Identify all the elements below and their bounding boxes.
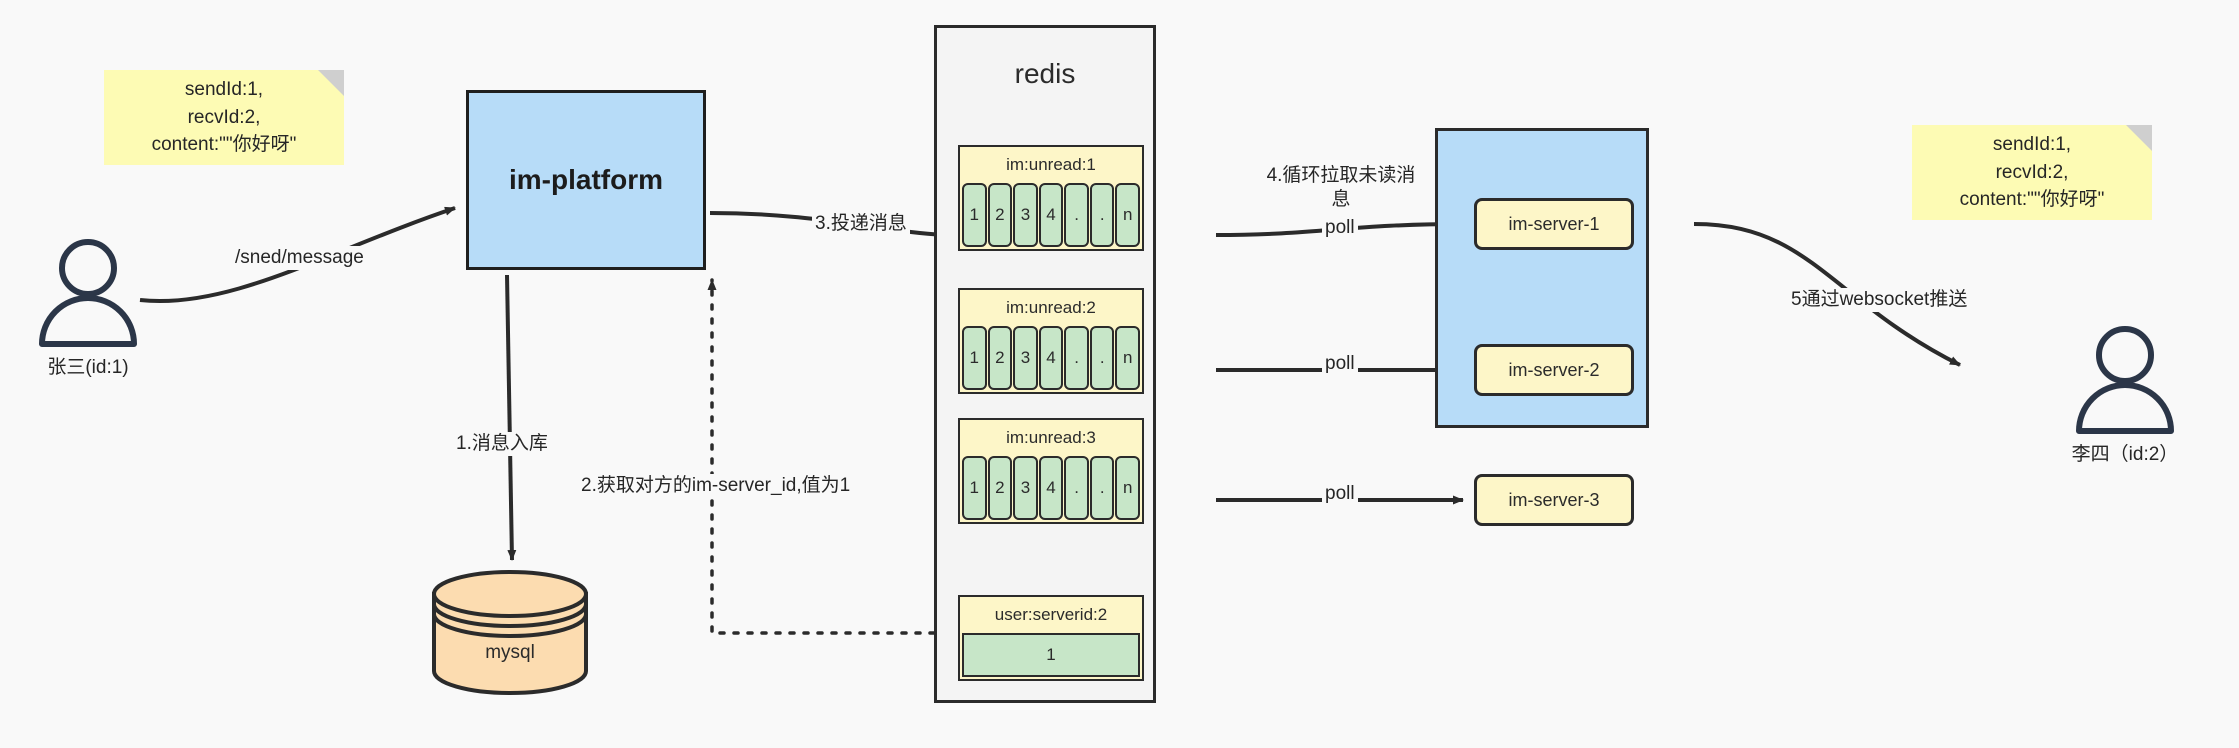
mysql-database[interactable]: mysql xyxy=(430,570,590,695)
edge-label-step2: 2.获取对方的im-server_id,值为1 xyxy=(578,474,854,498)
list-cell[interactable]: 4 xyxy=(1038,326,1064,390)
actor-receiver-label: 李四（id:2） xyxy=(2071,444,2179,465)
edge-server1-to-receiver xyxy=(1693,222,1961,367)
list-cell[interactable]: n xyxy=(1115,183,1141,247)
redis-kv-user-serverid[interactable]: user:serverid:2 1 xyxy=(958,595,1144,681)
edge-label-poll-3: poll xyxy=(1322,482,1358,506)
note-line-content: content:""你好呀" xyxy=(151,134,297,156)
edge-platform-to-mysql xyxy=(505,274,517,561)
actor-sender-label: 张三(id:1) xyxy=(47,357,129,378)
list-cell[interactable]: . xyxy=(1089,183,1115,247)
redis-title: redis xyxy=(1014,58,1076,89)
note-fold-icon xyxy=(318,70,344,96)
list-cell[interactable]: 3 xyxy=(1013,183,1038,247)
redis-list-1-key: im:unread:1 xyxy=(960,147,1142,183)
edge-label-step1: 1.消息入库 xyxy=(453,432,551,456)
list-cell[interactable]: 1 xyxy=(962,183,987,247)
note-line-sendid: sendId:1, xyxy=(1992,134,2072,156)
note-fold-icon xyxy=(2126,125,2152,151)
list-cell[interactable]: . xyxy=(1089,456,1115,520)
list-cell[interactable]: 3 xyxy=(1013,456,1038,520)
im-server-3-box[interactable]: im-server-3 xyxy=(1474,474,1634,526)
edge-label-send-message: /sned/message xyxy=(232,246,367,270)
redis-list-3-cells: 1 2 3 4 . . n xyxy=(960,456,1142,522)
note-line-recvid: recvId:2, xyxy=(187,106,261,128)
user-icon xyxy=(2076,326,2174,434)
redis-list-1-cells: 1 2 3 4 . . n xyxy=(960,183,1142,249)
edge-label-step5: 5通过websocket推送 xyxy=(1788,288,1971,312)
im-server-1-box[interactable]: im-server-1 xyxy=(1474,198,1634,250)
redis-kv-key: user:serverid:2 xyxy=(960,597,1142,633)
redis-list-2-cells: 1 2 3 4 . . n xyxy=(960,326,1142,392)
im-server-2-box[interactable]: im-server-2 xyxy=(1474,344,1634,396)
list-cell[interactable]: 2 xyxy=(987,456,1013,520)
redis-list-2-key: im:unread:2 xyxy=(960,290,1142,326)
edge-label-step3: 3.投递消息 xyxy=(812,212,910,236)
note-sender-payload: sendId:1, recvId:2, content:""你好呀" xyxy=(104,70,344,165)
redis-list-im-unread-2[interactable]: im:unread:2 1 2 3 4 . . n xyxy=(958,288,1144,394)
note-line-sendid: sendId:1, xyxy=(184,79,264,101)
user-icon xyxy=(39,239,137,347)
list-cell[interactable]: 1 xyxy=(962,326,987,390)
im-server-3-label: im-server-3 xyxy=(1508,489,1600,510)
list-cell[interactable]: . xyxy=(1089,326,1115,390)
database-cylinder-icon xyxy=(432,570,588,695)
redis-list-im-unread-3[interactable]: im:unread:3 1 2 3 4 . . n xyxy=(958,418,1144,524)
edge-redis-to-platform xyxy=(707,278,950,635)
edge-sender-to-platform xyxy=(139,206,456,304)
im-platform-label: im-platform xyxy=(509,164,663,195)
list-cell[interactable]: 4 xyxy=(1038,183,1064,247)
list-cell[interactable]: 4 xyxy=(1038,456,1064,520)
list-cell[interactable]: . xyxy=(1064,326,1089,390)
list-cell[interactable]: . xyxy=(1064,183,1089,247)
edge-label-poll-2: poll xyxy=(1322,352,1358,376)
list-cell[interactable]: 3 xyxy=(1013,326,1038,390)
im-platform-box[interactable]: im-platform xyxy=(466,90,706,270)
note-line-recvid: recvId:2, xyxy=(1995,161,2069,183)
redis-list-im-unread-1[interactable]: im:unread:1 1 2 3 4 . . n xyxy=(958,145,1144,251)
list-cell[interactable]: 1 xyxy=(962,456,987,520)
list-cell[interactable]: n xyxy=(1115,326,1141,390)
note-receiver-payload: sendId:1, recvId:2, content:""你好呀" xyxy=(1912,125,2152,220)
list-cell[interactable]: 2 xyxy=(987,326,1013,390)
redis-kv-value: 1 xyxy=(962,633,1140,677)
im-server-2-label: im-server-2 xyxy=(1508,359,1600,380)
list-cell[interactable]: n xyxy=(1115,456,1141,520)
list-cell[interactable]: . xyxy=(1064,456,1089,520)
edge-label-poll-1: poll xyxy=(1322,216,1358,240)
mysql-label: mysql xyxy=(485,642,535,663)
actor-sender: 张三(id:1) xyxy=(28,238,148,379)
note-line-content: content:""你好呀" xyxy=(1959,189,2105,211)
actor-receiver: 李四（id:2） xyxy=(2065,325,2185,466)
im-server-1-label: im-server-1 xyxy=(1508,213,1600,234)
edge-label-step4: 4.循环拉取未读消息 xyxy=(1258,164,1424,212)
redis-list-3-key: im:unread:3 xyxy=(960,420,1142,456)
list-cell[interactable]: 2 xyxy=(987,183,1013,247)
